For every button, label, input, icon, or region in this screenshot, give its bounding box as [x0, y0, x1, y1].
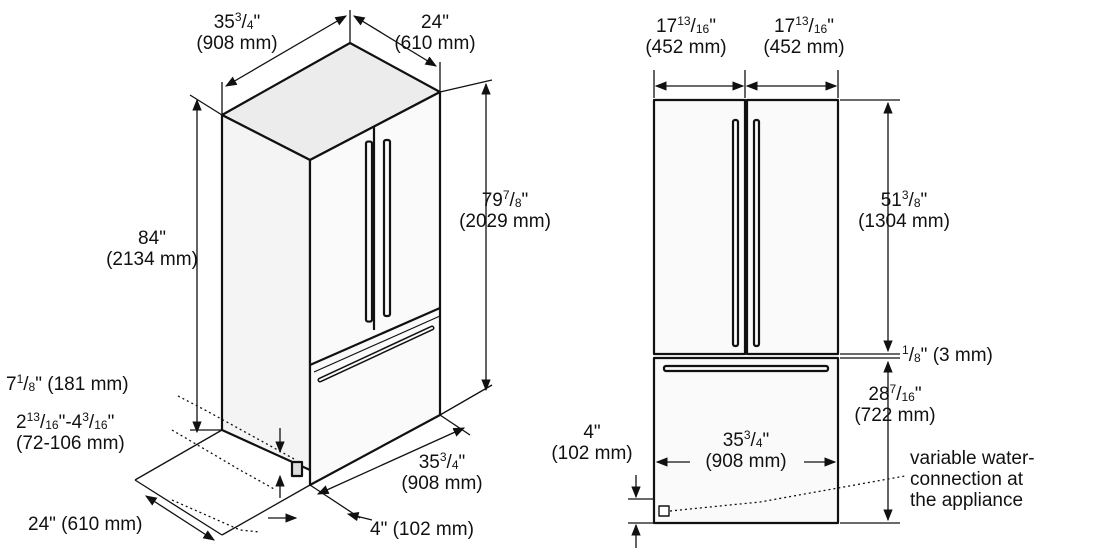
label-side-bottom-depth: 24" (610 mm): [28, 514, 143, 535]
label-side-adjustable-feet: 213/16"-43/16" (72-106 mm): [16, 410, 125, 454]
label-front-upper-height: 513/8" (1304 mm): [858, 188, 950, 232]
label-side-top-width: 353/4" (908 mm): [196, 10, 278, 54]
fridge-right-handle: [382, 138, 392, 318]
label-front-right-door: 1713/16" (452 mm): [763, 14, 845, 58]
front-left-door: [652, 98, 747, 356]
label-side-top-depth: 24" (610 mm): [394, 12, 476, 54]
label-water-connection: variable water- connection at the applia…: [910, 448, 1035, 511]
front-right-handle: [752, 118, 761, 348]
fridge-front-view: [652, 98, 840, 525]
front-dimension-lines: [628, 70, 906, 548]
label-side-bottom-width: 353/4" (908 mm): [401, 450, 483, 494]
fridge-isometric-view: [220, 41, 442, 487]
side-dimension-lines: [134, 10, 493, 541]
fridge-side-face: [220, 113, 312, 472]
front-drawer-handle: [662, 364, 830, 373]
label-side-floor-offset: 4" (102 mm): [370, 519, 474, 540]
label-side-toe-kick: 71/8" (181 mm): [6, 372, 129, 395]
front-freezer-drawer: [652, 356, 840, 525]
fridge-left-handle: [364, 140, 374, 323]
label-front-gap: 1/8" (3 mm): [902, 343, 993, 366]
label-front-water-height: 4" (102 mm): [551, 422, 633, 464]
front-left-handle: [731, 118, 740, 348]
label-front-left-door: 1713/16" (452 mm): [645, 14, 727, 58]
label-front-lower-height: 287/16" (722 mm): [854, 382, 936, 426]
label-front-width: 353/4" (908 mm): [705, 428, 787, 472]
water-connection-box: [658, 505, 670, 517]
label-side-case-height: 797/8" (2029 mm): [459, 188, 551, 232]
front-right-door: [745, 98, 840, 356]
label-side-total-height: 84" (2134 mm): [106, 228, 198, 270]
